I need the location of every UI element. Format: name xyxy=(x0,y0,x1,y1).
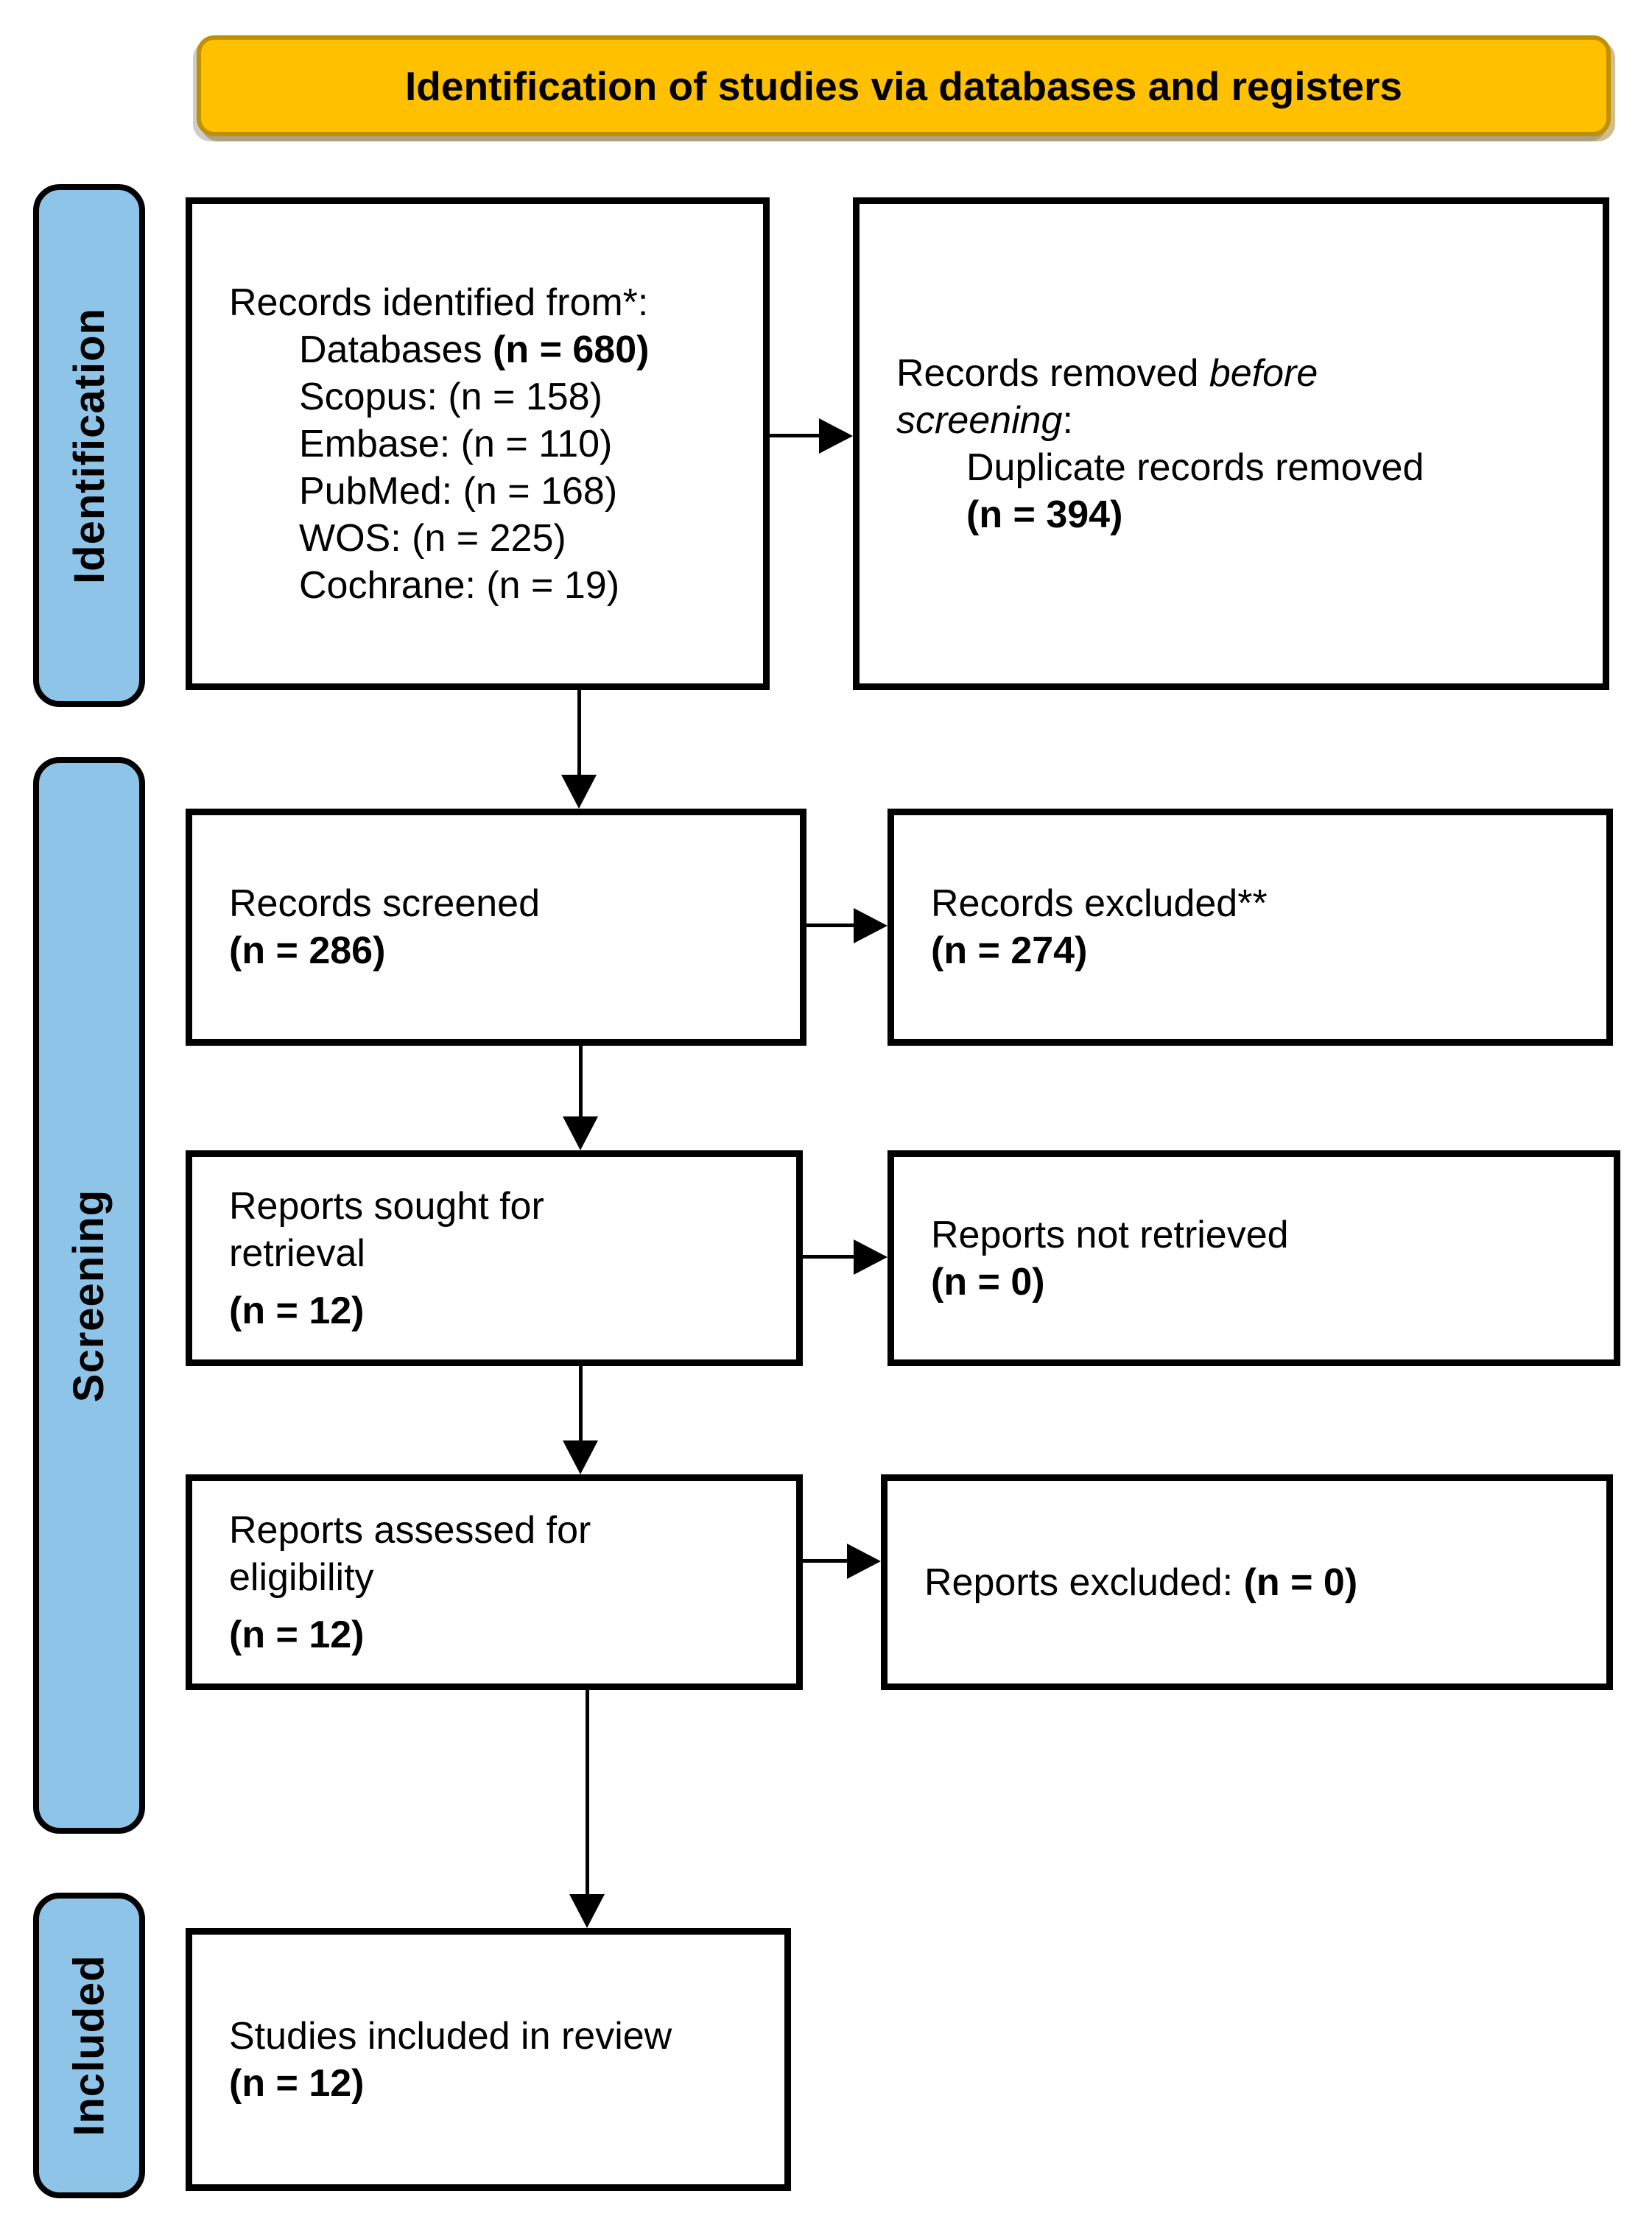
duplicates-removed-count: (n = 394) xyxy=(966,493,1123,536)
arrow-right-icon xyxy=(847,1544,881,1579)
records-removed-colon: : xyxy=(1062,398,1073,442)
arrow-down-icon xyxy=(569,1894,605,1928)
records-screened-count: (n = 286) xyxy=(229,929,386,972)
arrow-right-icon xyxy=(854,908,887,943)
flow-line-screened-to-excluded xyxy=(806,923,857,927)
stage-included-label: Included xyxy=(65,1955,113,2136)
reports-excluded-line: Reports excluded: (n = 0) xyxy=(924,1559,1587,1606)
box-studies-included: Studies included in review (n = 12) xyxy=(186,1928,791,2191)
reports-not-retrieved-label: Reports not retrieved xyxy=(931,1213,1289,1256)
reports-sought-count: (n = 12) xyxy=(229,1289,365,1332)
arrow-right-icon xyxy=(854,1239,887,1275)
reports-assessed-line2: eligibility xyxy=(229,1555,374,1599)
box-records-identified: Records identified from*: Databases (n =… xyxy=(186,197,770,690)
box-reports-sought: Reports sought for retrieval (n = 12) xyxy=(186,1150,803,1366)
reports-sought-line2: retrieval xyxy=(229,1231,365,1275)
records-removed-italic1: before xyxy=(1209,351,1318,395)
databases-label: Databases xyxy=(299,328,493,371)
stage-identification: Identification xyxy=(33,184,145,707)
reports-sought-line1: Reports sought for xyxy=(229,1184,544,1228)
stage-identification-label: Identification xyxy=(65,307,113,584)
source-cochrane: Cochrane: (n = 19) xyxy=(299,563,620,607)
reports-excluded-label: Reports excluded: xyxy=(924,1561,1244,1604)
header-title: Identification of studies via databases … xyxy=(405,63,1402,109)
flow-line-sought-to-not-retrieved xyxy=(803,1255,857,1259)
records-removed-italic2: screening xyxy=(896,398,1063,442)
source-pubmed: PubMed: (n = 168) xyxy=(299,469,618,513)
arrow-down-icon xyxy=(561,775,597,809)
reports-excluded-count: (n = 0) xyxy=(1243,1561,1358,1604)
stage-screening: Screening xyxy=(33,757,145,1834)
studies-included-label: Studies included in review xyxy=(229,2014,672,2058)
flow-line-screened-to-sought xyxy=(579,1046,583,1119)
records-excluded-label: Records excluded** xyxy=(931,882,1268,925)
box-reports-excluded: Reports excluded: (n = 0) xyxy=(881,1474,1613,1690)
reports-assessed-count: (n = 12) xyxy=(229,1613,365,1656)
source-wos: WOS: (n = 225) xyxy=(299,516,566,560)
records-identified-title: Records identified from*: xyxy=(229,281,649,324)
duplicates-removed-label: Duplicate records removed xyxy=(966,446,1424,489)
records-removed-line1: Records removed before xyxy=(896,350,1584,397)
arrow-right-icon xyxy=(819,418,853,454)
box-records-screened: Records screened (n = 286) xyxy=(186,809,806,1046)
reports-not-retrieved-count: (n = 0) xyxy=(931,1260,1045,1303)
box-records-excluded: Records excluded** (n = 274) xyxy=(887,809,1613,1046)
flow-line-assessed-to-included xyxy=(586,1690,589,1897)
source-embase: Embase: (n = 110) xyxy=(299,422,613,465)
records-screened-label: Records screened xyxy=(229,882,540,925)
box-reports-assessed: Reports assessed for eligibility (n = 12… xyxy=(186,1474,803,1690)
flow-line-sought-to-assessed xyxy=(579,1366,583,1443)
records-removed-prefix: Records removed xyxy=(896,351,1209,395)
stage-screening-label: Screening xyxy=(65,1189,113,1402)
stage-included: Included xyxy=(33,1893,145,2198)
box-records-removed: Records removed before screening: Duplic… xyxy=(853,197,1609,690)
flow-line-assessed-to-excluded xyxy=(803,1559,850,1563)
records-removed-line2: screening: xyxy=(896,397,1584,444)
databases-count: (n = 680) xyxy=(493,328,650,371)
studies-included-count: (n = 12) xyxy=(229,2061,365,2105)
header-banner: Identification of studies via databases … xyxy=(197,35,1611,136)
records-identified-databases: Databases (n = 680) xyxy=(229,326,744,373)
source-scopus: Scopus: (n = 158) xyxy=(299,375,602,418)
reports-assessed-line1: Reports assessed for xyxy=(229,1508,591,1552)
flow-line-identified-to-screened xyxy=(577,690,581,780)
arrow-down-icon xyxy=(563,1116,598,1150)
flow-line-identified-to-removed xyxy=(770,434,823,437)
box-reports-not-retrieved: Reports not retrieved (n = 0) xyxy=(887,1150,1620,1366)
records-excluded-count: (n = 274) xyxy=(931,929,1088,972)
arrow-down-icon xyxy=(563,1440,598,1474)
